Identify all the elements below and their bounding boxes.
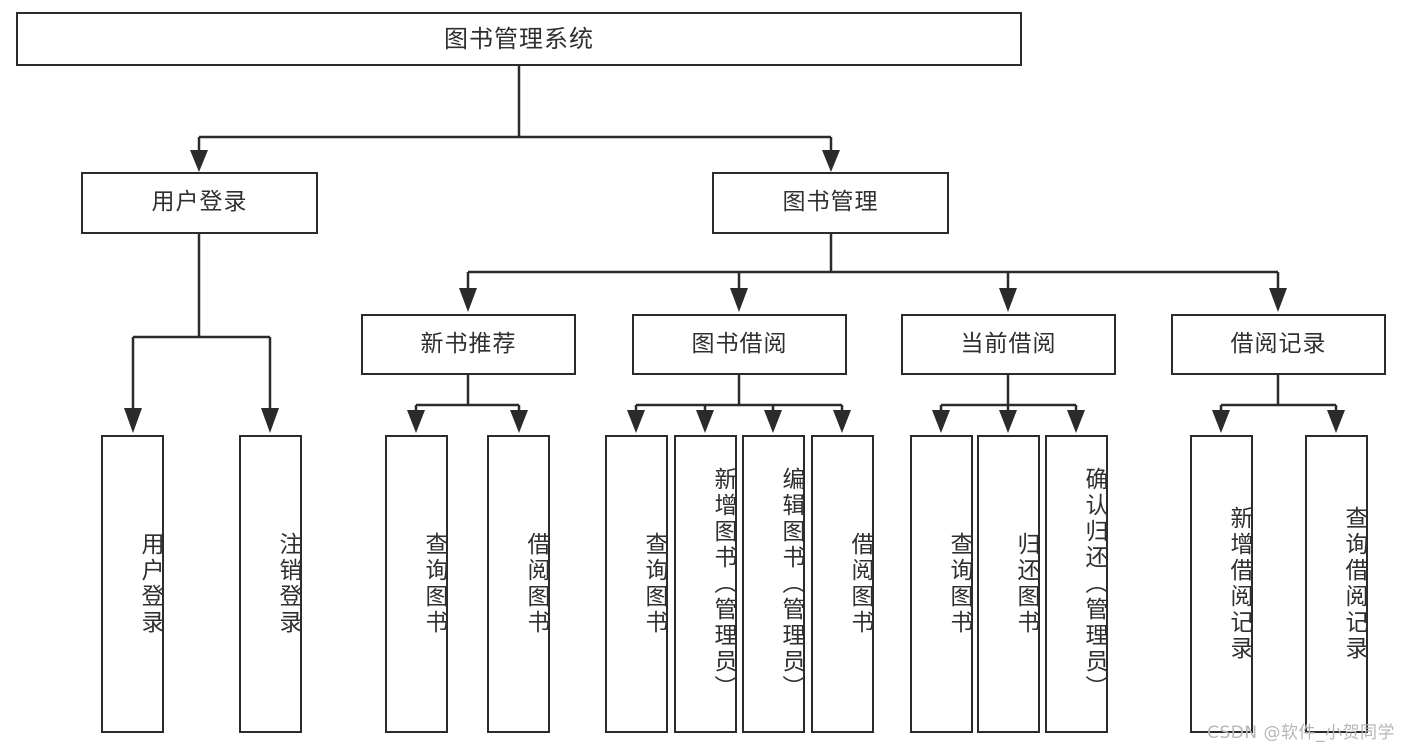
arrowhead-leaf-query-book-1 bbox=[407, 410, 425, 433]
node-leaf-borrow-book-2-label: 借阅图书 bbox=[847, 532, 873, 636]
arrowhead-book-borrow bbox=[730, 288, 748, 312]
node-leaf-add-book-label: 新增图书（管理员） bbox=[710, 467, 736, 701]
arrowhead-user-login bbox=[190, 150, 208, 172]
node-leaf-confirm-return-label: 确认归还（管理员） bbox=[1081, 467, 1107, 701]
node-current-borrow-label: 当前借阅 bbox=[960, 330, 1057, 357]
node-leaf-query-book-2-label: 查询图书 bbox=[641, 532, 667, 636]
node-leaf-query-record-label: 查询借阅记录 bbox=[1341, 506, 1367, 662]
node-leaf-query-record[interactable]: 查询借阅记录 bbox=[1305, 435, 1368, 733]
node-book-borrow[interactable]: 图书借阅 bbox=[632, 314, 847, 375]
node-root[interactable]: 图书管理系统 bbox=[16, 12, 1022, 66]
node-user-login-label: 用户登录 bbox=[151, 189, 248, 216]
arrowhead-leaf-query-record bbox=[1327, 410, 1345, 433]
node-leaf-query-book-1-label: 查询图书 bbox=[421, 532, 447, 636]
node-leaf-user-login-label: 用户登录 bbox=[137, 532, 163, 636]
node-leaf-logout-label: 注销登录 bbox=[275, 532, 301, 636]
node-borrow-record-label: 借阅记录 bbox=[1230, 330, 1327, 357]
node-leaf-query-book-2[interactable]: 查询图书 bbox=[605, 435, 668, 733]
node-leaf-return-book[interactable]: 归还图书 bbox=[977, 435, 1040, 733]
arrowhead-leaf-confirm-return bbox=[1067, 410, 1085, 433]
arrowhead-new-book-rec bbox=[459, 288, 477, 312]
arrowhead-current-borrow bbox=[999, 288, 1017, 312]
node-new-book-rec-label: 新书推荐 bbox=[420, 330, 517, 357]
node-current-borrow[interactable]: 当前借阅 bbox=[901, 314, 1116, 375]
node-leaf-edit-book-label: 编辑图书（管理员） bbox=[778, 467, 804, 701]
node-leaf-borrow-book-1[interactable]: 借阅图书 bbox=[487, 435, 550, 733]
node-leaf-add-record-label: 新增借阅记录 bbox=[1226, 506, 1252, 662]
node-leaf-add-book[interactable]: 新增图书（管理员） bbox=[674, 435, 737, 733]
arrowhead-leaf-add-record bbox=[1212, 410, 1230, 433]
node-leaf-borrow-book-1-label: 借阅图书 bbox=[523, 532, 549, 636]
csdn-watermark: CSDN @软件_小贺同学 bbox=[1207, 723, 1395, 743]
node-leaf-return-book-label: 归还图书 bbox=[1013, 532, 1039, 636]
node-user-login[interactable]: 用户登录 bbox=[81, 172, 318, 234]
node-leaf-add-record[interactable]: 新增借阅记录 bbox=[1190, 435, 1253, 733]
arrowhead-leaf-query-book-3 bbox=[932, 410, 950, 433]
node-leaf-edit-book[interactable]: 编辑图书（管理员） bbox=[742, 435, 805, 733]
arrowhead-borrow-record bbox=[1269, 288, 1287, 312]
node-borrow-record[interactable]: 借阅记录 bbox=[1171, 314, 1386, 375]
node-root-label: 图书管理系统 bbox=[444, 24, 594, 53]
node-new-book-rec[interactable]: 新书推荐 bbox=[361, 314, 576, 375]
arrowhead-leaf-return-book bbox=[999, 410, 1017, 433]
node-book-manage-label: 图书管理 bbox=[782, 189, 879, 216]
node-leaf-logout[interactable]: 注销登录 bbox=[239, 435, 302, 733]
node-leaf-query-book-1[interactable]: 查询图书 bbox=[385, 435, 448, 733]
arrowhead-book-manage bbox=[822, 150, 840, 172]
node-leaf-query-book-3[interactable]: 查询图书 bbox=[910, 435, 973, 733]
arrowhead-leaf-logout bbox=[261, 408, 279, 433]
node-leaf-user-login[interactable]: 用户登录 bbox=[101, 435, 164, 733]
arrowhead-leaf-borrow-book-2 bbox=[833, 410, 851, 433]
arrowhead-leaf-add-book bbox=[696, 410, 714, 433]
arrowhead-leaf-edit-book bbox=[764, 410, 782, 433]
arrowhead-leaf-borrow-book-1 bbox=[510, 410, 528, 433]
node-leaf-confirm-return[interactable]: 确认归还（管理员） bbox=[1045, 435, 1108, 733]
node-book-borrow-label: 图书借阅 bbox=[691, 330, 788, 357]
node-book-manage[interactable]: 图书管理 bbox=[712, 172, 949, 234]
node-leaf-query-book-3-label: 查询图书 bbox=[946, 532, 972, 636]
node-leaf-borrow-book-2[interactable]: 借阅图书 bbox=[811, 435, 874, 733]
arrowhead-leaf-query-book-2 bbox=[627, 410, 645, 433]
arrowhead-leaf-user-login bbox=[124, 408, 142, 433]
